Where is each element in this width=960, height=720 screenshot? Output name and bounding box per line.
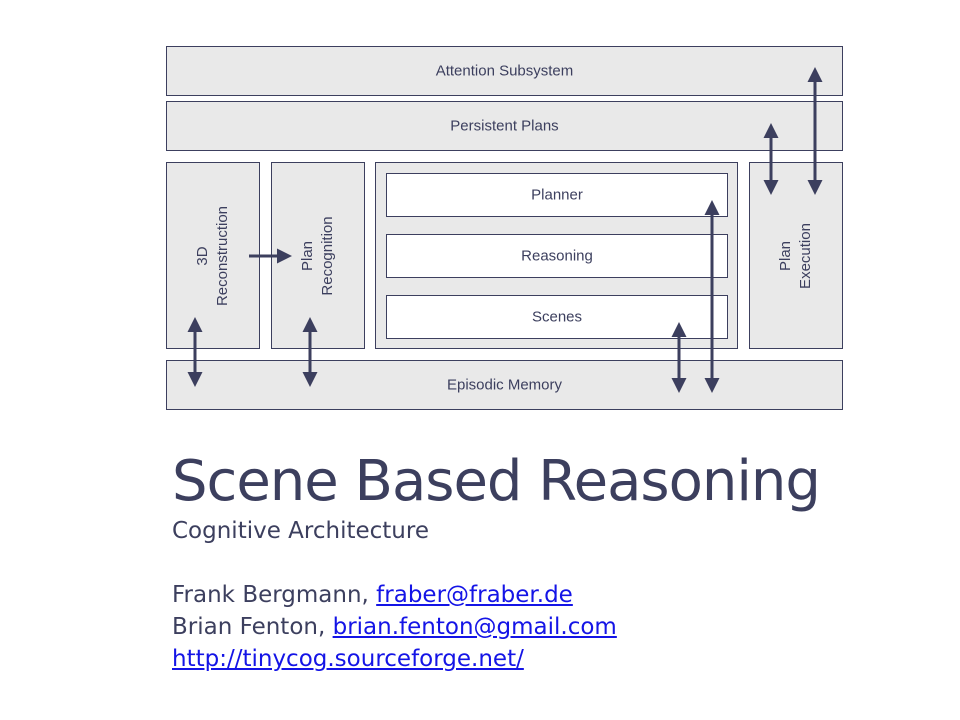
plan-recognition-label: Plan Recognition bbox=[299, 215, 336, 296]
plan-execution-label: Plan Execution bbox=[777, 222, 814, 289]
attention-subsystem-box: Attention Subsystem bbox=[166, 46, 843, 96]
attention-subsystem-label: Attention Subsystem bbox=[435, 62, 574, 80]
planner-box: Planner bbox=[386, 173, 728, 217]
reasoning-box: Reasoning bbox=[386, 234, 728, 278]
author-line-1: Frank Bergmann, fraber@fraber.de bbox=[172, 580, 573, 610]
persistent-plans-label: Persistent Plans bbox=[450, 117, 559, 135]
reconstruction-label: 3D Reconstruction bbox=[194, 205, 231, 306]
project-url-link[interactable]: http://tinycog.sourceforge.net/ bbox=[172, 646, 524, 672]
slide-title: Scene Based Reasoning bbox=[172, 449, 821, 514]
scenes-box: Scenes bbox=[386, 295, 728, 339]
planner-label: Planner bbox=[531, 186, 583, 204]
author2-email-link[interactable]: brian.fenton@gmail.com bbox=[332, 614, 617, 640]
author2-name: Brian Fenton, bbox=[172, 614, 333, 640]
episodic-memory-label: Episodic Memory bbox=[446, 376, 563, 394]
reasoning-label: Reasoning bbox=[521, 247, 593, 265]
author1-name: Frank Bergmann, bbox=[172, 582, 377, 608]
project-url-line: http://tinycog.sourceforge.net/ bbox=[172, 644, 524, 674]
slide-subtitle: Cognitive Architecture bbox=[172, 518, 429, 544]
plan-recognition-box: Plan Recognition bbox=[271, 162, 365, 349]
reconstruction-box: 3D Reconstruction bbox=[166, 162, 260, 349]
persistent-plans-box: Persistent Plans bbox=[166, 101, 843, 151]
plan-execution-box: Plan Execution bbox=[749, 162, 843, 349]
scenes-label: Scenes bbox=[531, 308, 583, 326]
reasoning-group-box: Planner Reasoning Scenes bbox=[375, 162, 738, 349]
author1-email-link[interactable]: fraber@fraber.de bbox=[376, 582, 573, 608]
episodic-memory-box: Episodic Memory bbox=[166, 360, 843, 410]
author-line-2: Brian Fenton, brian.fenton@gmail.com bbox=[172, 612, 617, 642]
